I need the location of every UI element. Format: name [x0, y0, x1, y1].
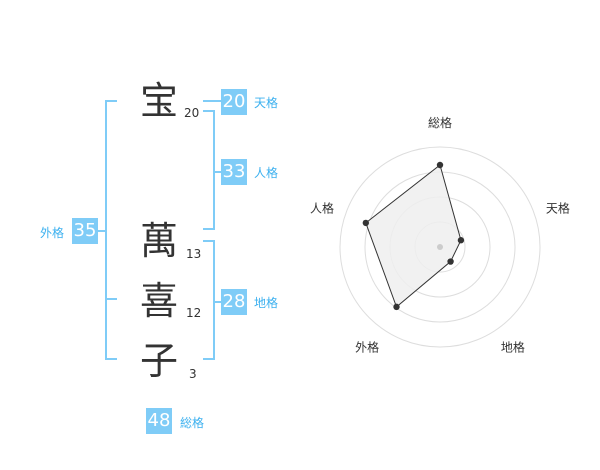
- tenkaku-label: 天格: [254, 96, 279, 110]
- radar-point-0: [436, 161, 444, 169]
- gaikaku-label: 外格: [40, 226, 65, 240]
- radar-point-2: [447, 258, 454, 265]
- jinkaku-bracket-tick: [215, 171, 221, 173]
- radar-ring-4: [339, 146, 541, 348]
- chikaku-bracket-bottom: [203, 358, 215, 360]
- radar-axis-label-1: 天格: [546, 201, 570, 216]
- soukaku-label: 総格: [180, 416, 205, 430]
- gaikaku-bracket-top: [105, 100, 117, 102]
- name-char-4: 子: [140, 339, 179, 383]
- radar-axis-label-4: 人格: [310, 201, 334, 216]
- radar-point-1: [457, 237, 465, 244]
- tenkaku-tick: [203, 100, 221, 102]
- chikaku-bracket-top: [203, 240, 215, 242]
- jinkaku-bracket-bottom: [203, 228, 215, 230]
- jinkaku-badge: 33: [221, 159, 247, 185]
- stroke-count-4: 3: [189, 367, 197, 381]
- gaikaku-bracket-tick: [97, 230, 105, 232]
- name-char-1: 宝: [140, 79, 179, 123]
- chikaku-badge: 28: [221, 289, 247, 315]
- radar-points: [362, 161, 465, 311]
- radar-axis-label-2: 地格: [501, 339, 525, 354]
- gaikaku-badge: 35: [72, 218, 98, 244]
- radar-center-dot: [437, 244, 443, 250]
- stroke-count-2: 13: [186, 247, 202, 261]
- jinkaku-bracket-top: [203, 110, 215, 112]
- chikaku-label: 地格: [254, 296, 279, 310]
- soukaku-badge: 48: [146, 408, 172, 434]
- name-char-2: 萬: [140, 219, 179, 263]
- chikaku-bracket-vertical: [213, 240, 215, 360]
- gaikaku-bracket-middle: [105, 298, 117, 300]
- stroke-count-1: 20: [184, 106, 200, 120]
- gaikaku-bracket-bottom: [105, 358, 117, 360]
- radar-axis-label-0: 総格: [428, 115, 452, 130]
- jinkaku-label: 人格: [254, 166, 279, 180]
- tenkaku-badge: 20: [221, 89, 247, 115]
- stroke-count-3: 12: [186, 306, 202, 320]
- name-char-3: 喜: [140, 279, 179, 323]
- radar-point-3: [393, 303, 400, 311]
- radar-point-4: [362, 219, 370, 227]
- radar-axis-label-3: 外格: [355, 339, 379, 354]
- gaikaku-bracket-vertical: [105, 100, 107, 360]
- jinkaku-bracket-vertical: [213, 110, 215, 230]
- radar-series-polygon: [365, 164, 462, 308]
- chikaku-bracket-tick: [215, 301, 221, 303]
